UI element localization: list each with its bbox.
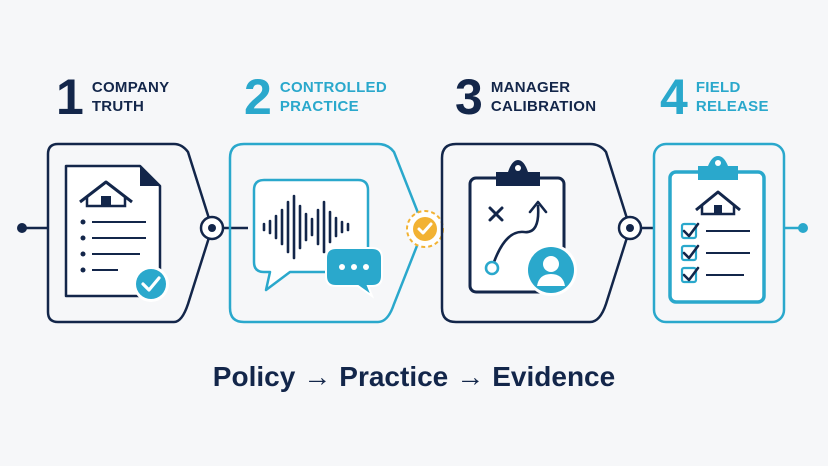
step-3-header: 3 MANAGER CALIBRATION — [455, 72, 596, 122]
tagline-practice: Practice — [339, 361, 449, 392]
connector-node-1 — [199, 215, 248, 241]
step-2-number: 2 — [244, 69, 272, 125]
step-4-header: 4 FIELD RELEASE — [660, 72, 769, 122]
panel-2-frame — [228, 142, 426, 324]
tagline: Policy→Practice→Evidence — [0, 361, 828, 393]
tagline-policy: Policy — [212, 361, 296, 392]
step-2-header: 2 CONTROLLED PRACTICE — [244, 72, 387, 122]
tagline-arrow-1: → — [303, 361, 332, 392]
step-1-number: 1 — [56, 69, 84, 125]
chat-bubble-icon — [325, 247, 383, 299]
flow-start-node — [17, 223, 48, 233]
flow-end-node — [784, 223, 808, 233]
gold-check-node-icon — [406, 210, 444, 248]
check-badge-icon — [133, 266, 169, 302]
step-3-number: 3 — [455, 69, 483, 125]
panel-3-frame — [440, 142, 632, 324]
checklist-clipboard-icon — [668, 156, 766, 304]
connector-node-3 — [617, 215, 654, 241]
panel-1-frame — [46, 142, 214, 324]
step-1-label: COMPANY TRUTH — [91, 79, 170, 115]
step-4-label: FIELD RELEASE — [695, 79, 769, 115]
house-document-icon — [64, 164, 162, 298]
step-4-number: 4 — [660, 69, 688, 125]
panel-4-frame — [652, 142, 786, 324]
tagline-evidence: Evidence — [492, 361, 616, 392]
step-1-header: 1 COMPANY TRUTH — [56, 72, 169, 122]
user-avatar-icon — [525, 244, 577, 296]
step-2-label: CONTROLLED PRACTICE — [279, 79, 387, 115]
step-3-label: MANAGER CALIBRATION — [490, 79, 597, 115]
tagline-arrow-2: → — [456, 361, 485, 392]
